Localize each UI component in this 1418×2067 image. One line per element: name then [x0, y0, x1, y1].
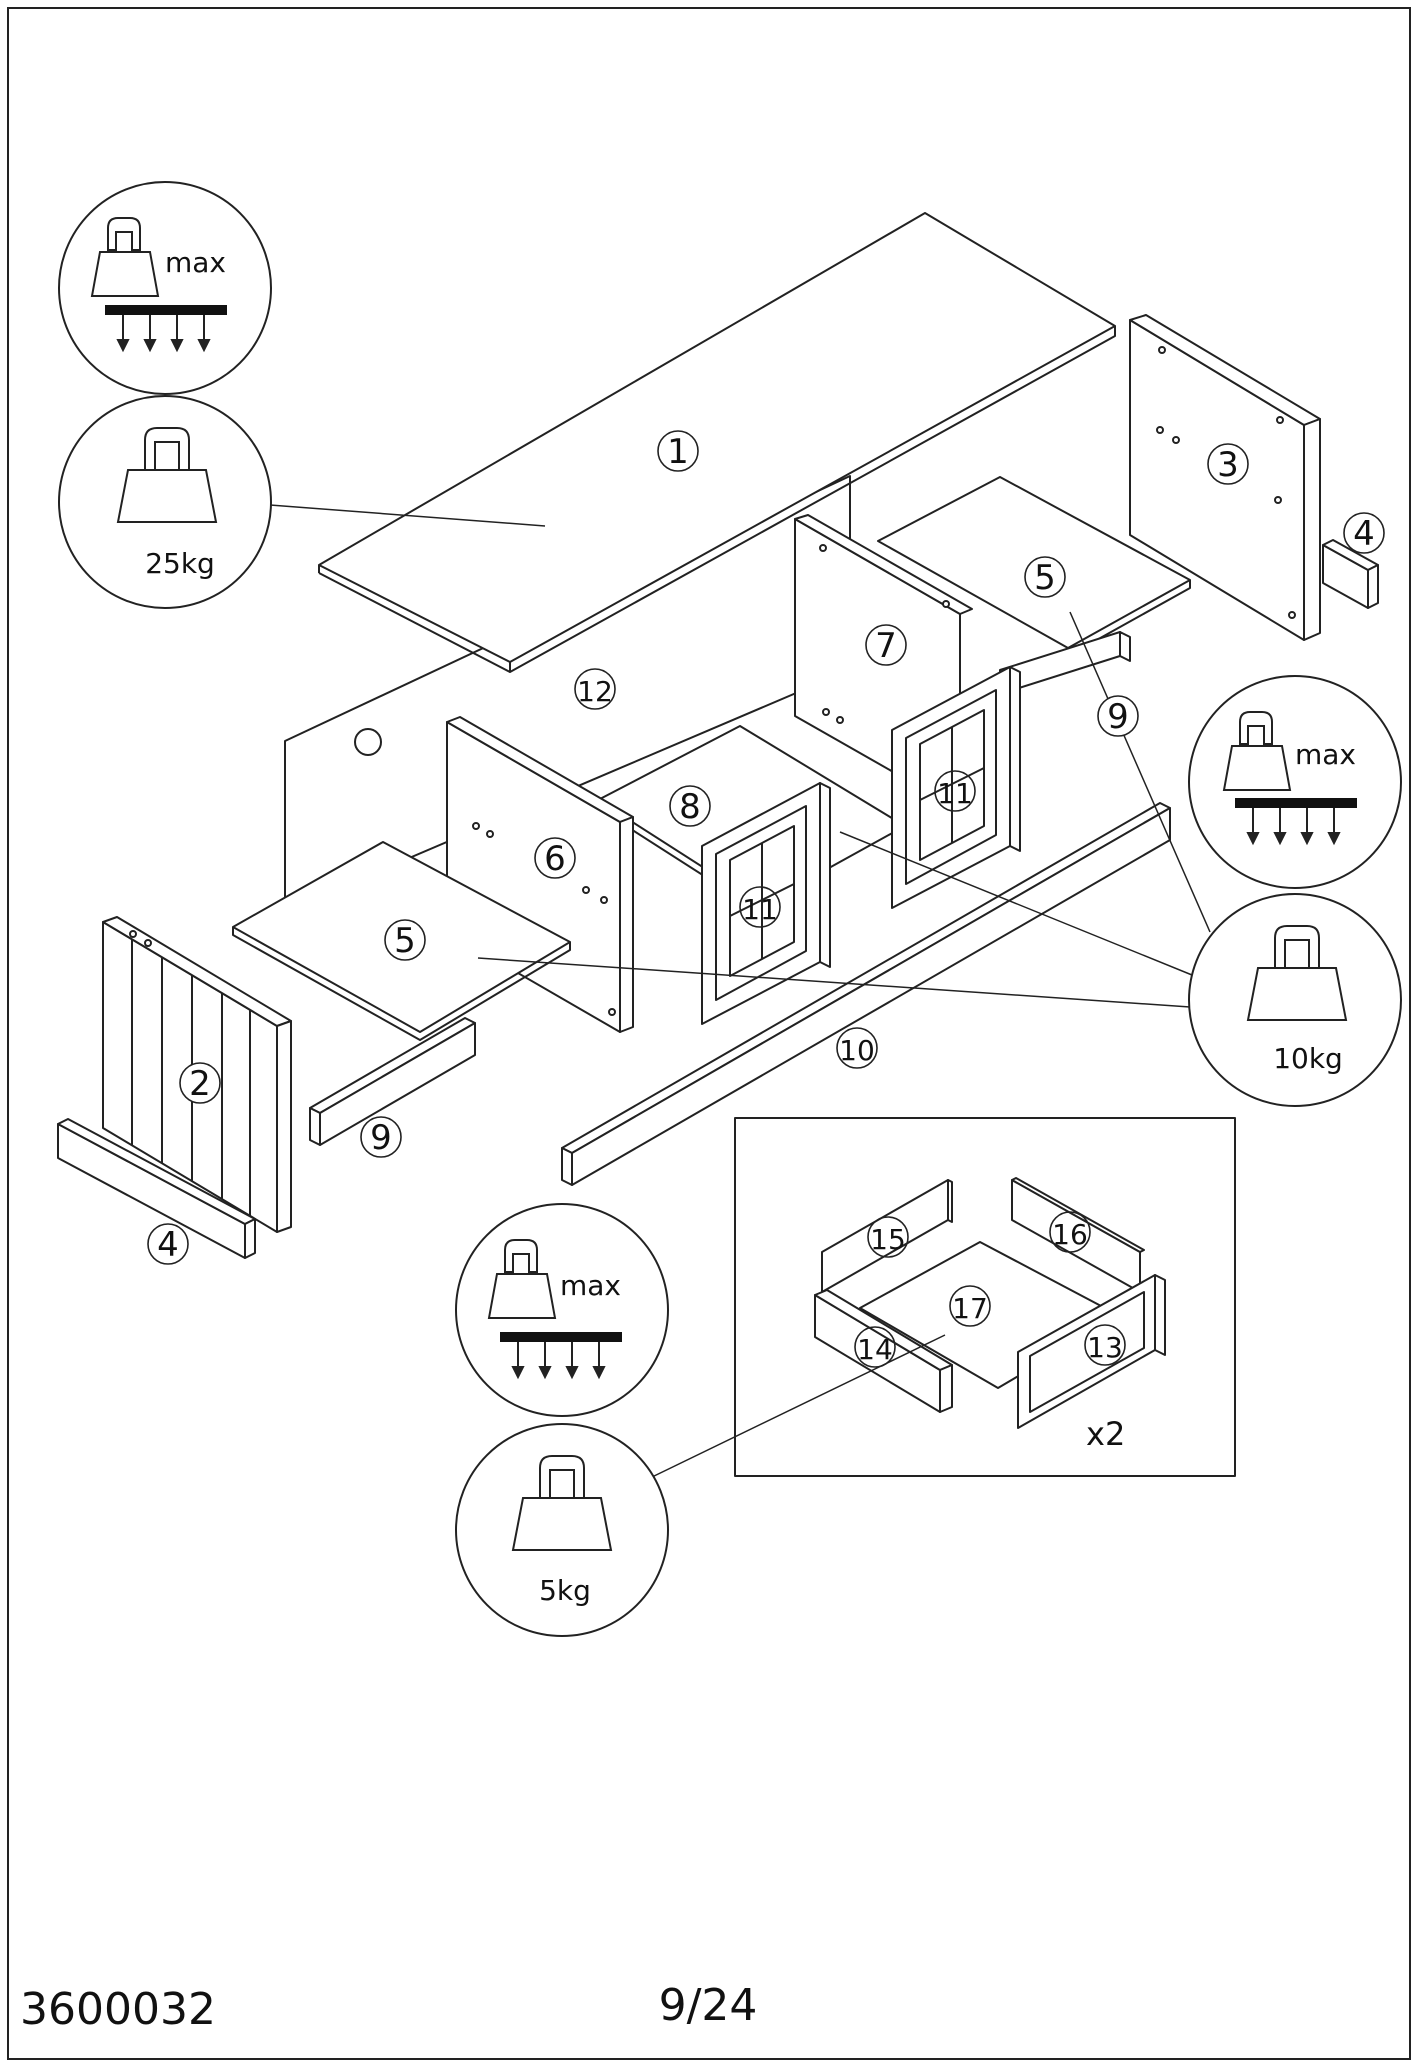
weight-icon: [511, 1455, 613, 1551]
rail-4-right: [1322, 539, 1379, 609]
svg-text:2: 2: [189, 1064, 211, 1104]
callout-14: 14: [854, 1326, 896, 1368]
callout-1: 1: [657, 430, 699, 472]
rail-9-left: [309, 1017, 476, 1146]
top-panel-1: [318, 212, 1116, 673]
rail-9-right: [999, 631, 1131, 695]
callout-6: 6: [534, 837, 576, 879]
svg-text:15: 15: [870, 1223, 906, 1256]
callout-10: 10: [836, 1027, 878, 1069]
callout-5-left: 5: [384, 919, 426, 961]
svg-text:5: 5: [394, 921, 416, 961]
bottom-rail-10: [561, 802, 1171, 1186]
arrows-down-icon: [1246, 808, 1341, 846]
drawer-side-15: [821, 1179, 953, 1293]
weight-icon: [1246, 925, 1348, 1021]
weight-25kg: 25kg: [145, 547, 215, 580]
svg-text:5: 5: [1034, 558, 1056, 598]
glass-door-11-right: [891, 666, 1021, 909]
svg-text:6: 6: [544, 839, 566, 879]
svg-text:4: 4: [157, 1225, 179, 1265]
callout-9-right: 9: [1097, 695, 1139, 737]
weight-icon: [90, 217, 160, 297]
svg-text:13: 13: [1087, 1331, 1123, 1364]
callout-4-right: 4: [1343, 512, 1385, 554]
svg-text:8: 8: [679, 787, 701, 827]
load-limit-drawer-value: 5kg: [455, 1423, 669, 1637]
callout-12: 12: [574, 668, 616, 710]
load-limit-drawer: max: [455, 1203, 669, 1417]
svg-text:4: 4: [1353, 514, 1375, 554]
arrows-down-icon: [116, 315, 211, 353]
max-label: max: [1295, 738, 1356, 771]
callout-3: 3: [1207, 443, 1249, 485]
callout-11-left: 11: [739, 886, 781, 928]
weight-10kg: 10kg: [1273, 1042, 1343, 1075]
svg-text:12: 12: [577, 675, 613, 708]
svg-text:3: 3: [1217, 445, 1239, 485]
leader-lines: [269, 504, 1211, 1479]
callout-9-left: 9: [360, 1116, 402, 1158]
callout-2: 2: [179, 1062, 221, 1104]
plinth-4-left: [57, 1118, 256, 1259]
weight-icon: [1222, 711, 1292, 791]
svg-text:9: 9: [1107, 697, 1129, 737]
part-callouts: 1 2 3 4 4 5 5 6 7 8 9 9 10 11 11 12 13 1…: [147, 430, 1385, 1368]
callout-7: 7: [865, 624, 907, 666]
drawer-side-16: [1011, 1177, 1145, 1293]
svg-text:17: 17: [952, 1292, 988, 1325]
page-border: [7, 7, 1411, 2060]
weight-icon: [487, 1239, 557, 1319]
callout-17: 17: [949, 1285, 991, 1327]
callout-11-right: 11: [934, 770, 976, 812]
svg-text:1: 1: [667, 432, 689, 472]
product-code: 3600032: [20, 1984, 216, 2035]
svg-text:9: 9: [370, 1118, 392, 1158]
callout-15: 15: [867, 1216, 909, 1258]
page-number: 9/24: [659, 1980, 758, 2031]
callout-8: 8: [669, 785, 711, 827]
load-limit-top-value: 25kg: [58, 395, 272, 609]
svg-text:14: 14: [857, 1333, 893, 1366]
svg-text:16: 16: [1052, 1218, 1088, 1251]
callout-4-left: 4: [147, 1223, 189, 1265]
max-label: max: [560, 1269, 621, 1302]
drawer-multiplier: x2: [1086, 1415, 1125, 1453]
callout-16: 16: [1049, 1211, 1091, 1253]
weight-5kg: 5kg: [539, 1574, 591, 1607]
svg-text:7: 7: [875, 626, 897, 666]
glass-door-11-left: [701, 782, 831, 1025]
weight-icon: [116, 427, 218, 523]
svg-text:11: 11: [937, 777, 973, 810]
callout-5-right: 5: [1024, 556, 1066, 598]
drawer-back-14: [814, 1289, 953, 1413]
arrows-down-icon: [511, 1342, 606, 1380]
load-limit-shelf-value: 10kg: [1188, 893, 1402, 1107]
svg-text:11: 11: [742, 893, 778, 926]
load-limit-top: max: [58, 181, 272, 395]
load-limit-shelf: max: [1188, 675, 1402, 889]
svg-text:10: 10: [839, 1034, 875, 1067]
callout-13: 13: [1084, 1324, 1126, 1366]
max-label: max: [165, 246, 226, 279]
